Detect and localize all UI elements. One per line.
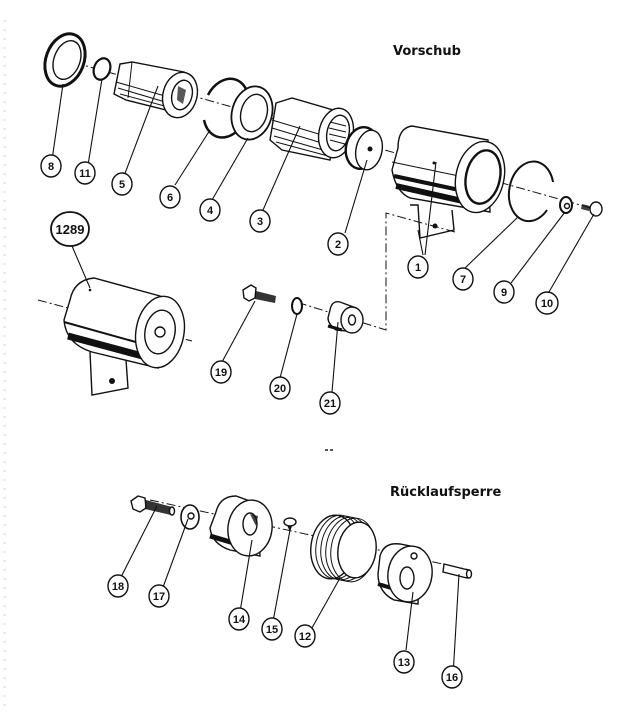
assembled-unit-1289-icon [37,277,193,396]
snap-ring-icon [507,160,554,223]
callout-15: 15 [261,617,283,641]
svg-text:16: 16 [446,672,458,684]
callout-6: 6 [159,185,181,209]
callout-19: 19 [210,360,232,384]
section-title-feed: Vorschub [393,44,461,59]
callout-4: 4 [199,198,221,222]
svg-text:5: 5 [119,179,125,191]
svg-text:12: 12 [299,631,311,643]
flat-washer-icon [230,85,274,141]
callout-1289: 1289 [50,211,90,247]
spacer-icon [327,300,364,334]
svg-text:14: 14 [233,614,246,626]
leader-lines [51,78,595,677]
lock-washer-icon [291,297,303,315]
sleeve-shaft-icon [113,61,199,119]
needle-bearing-icon [269,97,355,161]
housing-with-bracket-icon [391,125,506,239]
dowel-pin-icon [442,563,473,579]
set-screw-icon [283,517,297,532]
svg-text:11: 11 [79,168,91,180]
callout-3: 3 [249,209,271,233]
clutch-hub-icon [209,495,273,557]
svg-text:2: 2 [335,239,341,251]
callout-7: 7 [452,267,474,291]
svg-text:1: 1 [415,262,421,274]
hex-bolt-icon [130,495,176,516]
threaded-plug-icon [344,125,384,171]
svg-text:17: 17 [153,591,165,603]
svg-text:19: 19 [215,367,227,379]
callout-11: 11 [74,161,96,185]
stop-collar-icon [377,543,433,605]
callout-14: 14 [228,607,250,631]
svg-text:8: 8 [48,161,54,173]
svg-text:21: 21 [324,398,336,410]
callout-9: 9 [493,280,515,304]
callout-8: 8 [40,154,62,178]
svg-text:13: 13 [398,657,410,669]
section-title-backstop: Rücklaufsperre [390,485,502,500]
scan-edge-marks [3,20,6,710]
callout-17: 17 [148,584,170,608]
callout-20: 20 [269,376,291,400]
callout-13: 13 [393,650,415,674]
callout-12: 12 [294,624,316,648]
small-washer-icon [559,196,573,214]
svg-text:15: 15 [266,624,278,636]
svg-text:6: 6 [167,192,173,204]
callout-10: 10 [535,291,559,315]
svg-text:9: 9 [501,287,507,299]
svg-text:20: 20 [274,383,286,395]
svg-text:4: 4 [207,205,214,217]
svg-text:10: 10 [541,298,553,310]
hex-bolt-icon [242,284,276,303]
callout-16: 16 [441,665,463,689]
svg-text:1289: 1289 [56,222,85,237]
washer-icon [180,504,200,530]
screw-icon [581,201,603,217]
svg-text:3: 3 [257,216,263,228]
scan-speck [330,449,333,451]
callout-5: 5 [111,172,133,196]
svg-text:7: 7 [460,274,466,286]
callout-2: 2 [327,232,349,256]
coil-spring-icon [310,514,377,583]
callout-1: 1 [407,255,429,279]
o-ring-icon [92,57,112,81]
scan-speck [325,449,328,451]
svg-text:18: 18 [112,581,124,593]
callout-18: 18 [107,574,129,598]
callout-21: 21 [319,391,341,415]
shaft-seal-icon [43,32,87,88]
